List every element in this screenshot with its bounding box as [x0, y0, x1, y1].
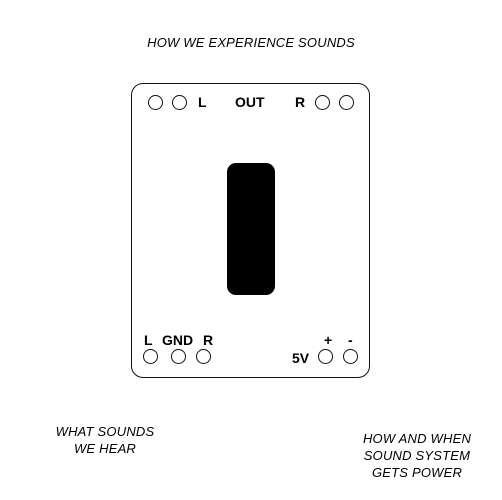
power-voltage-label: 5V [292, 350, 310, 366]
power-minus-pin [343, 349, 358, 364]
input-gnd-pin [171, 349, 186, 364]
power-plus-pin [318, 349, 333, 364]
power-caption: HOW AND WHEN SOUND SYSTEM GETS POWER [342, 430, 492, 481]
power-caption-line-3: GETS POWER [371, 465, 463, 480]
power-plus-label: + [324, 332, 333, 348]
input-caption-line-1: WHAT SOUNDS [55, 424, 155, 439]
audio-module-board: L OUT R L GND R + - 5V [131, 83, 370, 378]
power-caption-line-2: SOUND SYSTEM [363, 448, 471, 463]
input-gnd-label: GND [162, 332, 194, 348]
power-caption-line-1: HOW AND WHEN [362, 431, 472, 446]
input-left-pin [143, 349, 158, 364]
out-right-pin-2 [339, 95, 354, 110]
top-caption: HOW WE EXPERIENCE SOUNDS [0, 34, 502, 51]
input-left-label: L [144, 332, 153, 348]
out-right-label: R [295, 94, 306, 110]
input-right-label: R [203, 332, 214, 348]
out-left-pin-2 [172, 95, 187, 110]
power-minus-label: - [348, 332, 353, 348]
input-caption-line-2: WE HEAR [73, 441, 137, 456]
input-right-pin [196, 349, 211, 364]
out-left-pin-1 [148, 95, 163, 110]
input-caption: WHAT SOUNDS WE HEAR [30, 423, 180, 457]
amplifier-chip [227, 163, 275, 295]
out-right-pin-1 [315, 95, 330, 110]
out-left-label: L [198, 94, 207, 110]
top-caption-text: HOW WE EXPERIENCE SOUNDS [147, 35, 355, 50]
out-label: OUT [235, 94, 265, 110]
